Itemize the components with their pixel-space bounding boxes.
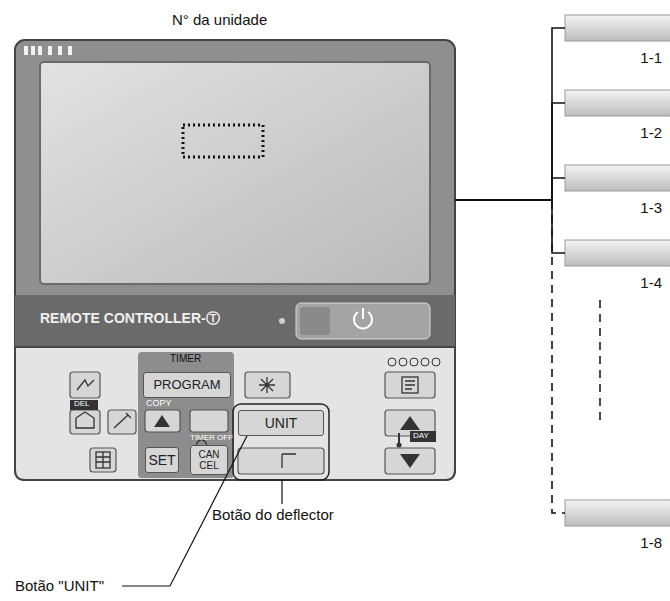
cancel-button: CAN CEL [190, 445, 228, 475]
panel-title: REMOTE CONTROLLER-Ⓣ [40, 310, 220, 328]
indoor-unit: 1-3 [565, 165, 670, 191]
remote-controller: REMOTE CONTROLLER-Ⓣ PROGRAM UNIT SET CAN CEL [15, 40, 455, 480]
group-label: TIMER [170, 354, 201, 364]
unit-button: UNIT [238, 410, 324, 436]
unit-number: 1-1 [640, 49, 662, 66]
screen-callout: N° da unidade [172, 12, 267, 27]
unit-number: 1-2 [640, 124, 662, 141]
signal-wire [455, 28, 565, 200]
indoor-unit: 1-4 [565, 240, 670, 266]
button-label: SET [148, 452, 175, 468]
button-tag: TIMER OFF [190, 434, 233, 442]
callout-label: Botão "UNIT" [15, 578, 104, 593]
group-label: COPY [146, 399, 172, 408]
program-button: PROGRAM [143, 372, 231, 398]
button-tag: DEL [74, 400, 90, 408]
signal-wire [455, 103, 565, 200]
button-label: PROGRAM [153, 377, 220, 393]
indoor-unit: 1-8 [565, 500, 670, 526]
indoor-unit: 1-1 [565, 15, 670, 41]
button-label: CAN CEL [196, 449, 222, 471]
unit-number: 1-4 [640, 274, 662, 291]
set-button: SET [145, 447, 179, 473]
button-tag: DAY [413, 432, 429, 440]
indoor-unit: 1-2 [565, 90, 670, 116]
signal-wire [455, 178, 565, 200]
button-label: UNIT [265, 415, 298, 431]
unit-number: 1-8 [640, 534, 662, 551]
callout-label: Botão do deflector [212, 507, 334, 522]
unit-number: 1-3 [640, 199, 662, 216]
signal-wire [455, 200, 565, 513]
signal-wire [455, 200, 565, 253]
